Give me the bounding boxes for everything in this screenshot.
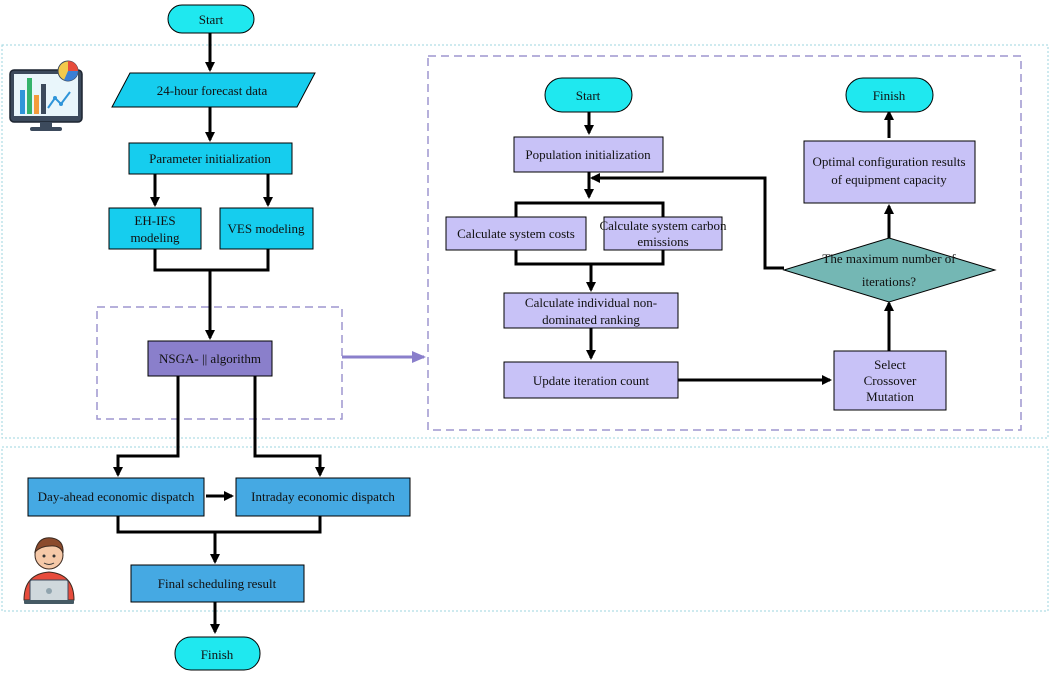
forecast-data-node: 24-hour forecast data [111, 72, 316, 108]
svg-text:emissions: emissions [637, 234, 688, 249]
svg-text:Parameter initialization: Parameter initialization [149, 151, 271, 166]
update-iteration-node: Update iteration count [503, 361, 679, 399]
svg-text:modeling: modeling [130, 230, 180, 245]
calculate-costs-node: Calculate system costs [445, 216, 587, 251]
svg-text:24-hour forecast data: 24-hour forecast data [157, 83, 268, 98]
population-initialization-node: Population initialization [513, 136, 664, 173]
svg-text:Finish: Finish [201, 647, 234, 662]
main-connectors [113, 32, 325, 634]
non-dominated-ranking-node: Calculate individual non- dominated rank… [503, 292, 679, 329]
nsga-algorithm-node: NSGA- || algorithm [147, 340, 273, 377]
svg-text:EH-IES: EH-IES [134, 213, 175, 228]
svg-text:Select: Select [874, 357, 906, 372]
svg-text:Finish: Finish [873, 88, 906, 103]
svg-text:Optimal configuration results: Optimal configuration results [812, 154, 965, 169]
main-start-node: Start [167, 4, 255, 34]
detail-connectors [514, 110, 894, 385]
monitor-chart-icon [9, 60, 83, 131]
svg-text:Crossover: Crossover [864, 373, 917, 388]
parameter-initialization-node: Parameter initialization [128, 142, 293, 175]
svg-text:NSGA- || algorithm: NSGA- || algorithm [159, 351, 261, 366]
intraday-dispatch-node: Intraday economic dispatch [235, 477, 411, 517]
final-scheduling-node: Final scheduling result [130, 564, 305, 603]
optimal-configuration-node: Optimal configuration results of equipme… [803, 140, 976, 204]
svg-text:The maximum number of: The maximum number of [822, 251, 956, 266]
svg-text:Population initialization: Population initialization [525, 147, 651, 162]
detail-finish-node: Finish [845, 77, 934, 113]
select-crossover-mutation-node: Select Crossover Mutation [833, 350, 947, 411]
max-iterations-decision-node: The maximum number of iterations? [782, 237, 997, 303]
ehies-modeling-node: EH-IES modeling [108, 207, 202, 250]
svg-text:iterations?: iterations? [862, 274, 916, 289]
svg-text:Calculate system carbon: Calculate system carbon [599, 218, 727, 233]
svg-text:dominated ranking: dominated ranking [542, 312, 640, 327]
svg-text:Calculate individual non-: Calculate individual non- [525, 295, 657, 310]
svg-text:Start: Start [576, 88, 601, 103]
user-laptop-icon [23, 537, 75, 604]
main-finish-node: Finish [174, 636, 261, 671]
nsga-highlight-frame [96, 306, 343, 420]
svg-text:Intraday economic dispatch: Intraday economic dispatch [251, 489, 395, 504]
ves-modeling-node: VES modeling [219, 207, 314, 250]
nsga-detail-frame [427, 55, 1022, 431]
day-ahead-dispatch-node: Day-ahead economic dispatch [27, 477, 205, 517]
svg-text:Start: Start [199, 12, 224, 27]
planning-section-frame [1, 44, 1049, 439]
svg-text:of equipment capacity: of equipment capacity [831, 172, 947, 187]
scheduling-section-frame [1, 446, 1049, 612]
svg-text:VES modeling: VES modeling [228, 221, 305, 236]
svg-text:Update iteration count: Update iteration count [533, 373, 650, 388]
svg-text:Mutation: Mutation [866, 389, 914, 404]
svg-text:Day-ahead economic dispatch: Day-ahead economic dispatch [38, 489, 195, 504]
calculate-carbon-node: Calculate system carbon emissions [599, 216, 727, 251]
detail-start-node: Start [544, 77, 633, 113]
svg-text:Final scheduling result: Final scheduling result [158, 576, 277, 591]
svg-text:Calculate system costs: Calculate system costs [457, 226, 575, 241]
